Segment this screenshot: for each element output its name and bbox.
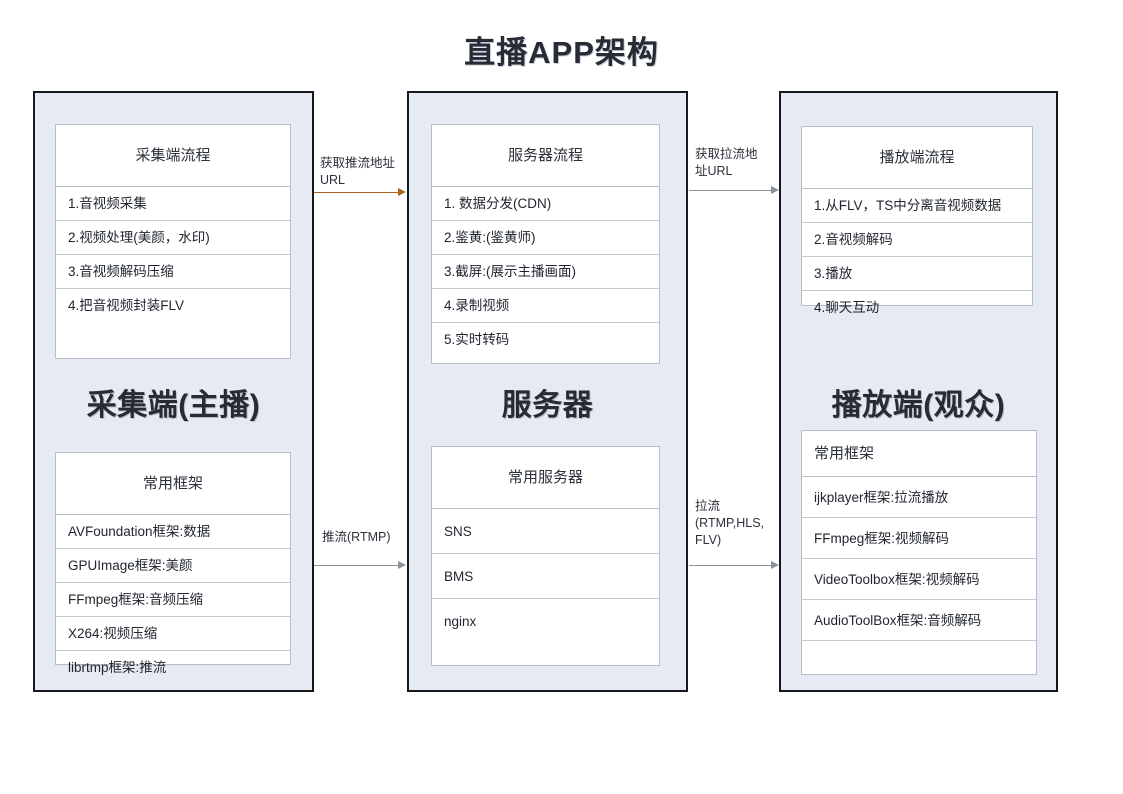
list-item: 2.视频处理(美颜，水印) [56,221,290,255]
card-header-capture-flow: 采集端流程 [56,125,290,187]
arrow-head-icon [771,561,779,569]
list-item: BMS [432,554,659,599]
card-player-flow: 播放端流程 1.从FLV，TS中分离音视频数据 2.音视频解码 3.播放 4.聊… [801,126,1033,315]
arrow-line [689,190,772,191]
arrow-head-icon [398,561,406,569]
list-item: 1.从FLV，TS中分离音视频数据 [802,189,1032,223]
list-item: SNS [432,509,659,554]
list-item: AudioToolBox框架:音频解码 [802,600,1036,641]
list-item: 3.截屏:(展示主播画面) [432,255,659,289]
connector-label-rtmp: 推流(RTMP) [322,530,391,544]
list-item: nginx [444,614,477,629]
card-header-server-flow: 服务器流程 [432,125,659,187]
section-heading-server: 服务器 [501,389,594,422]
card-server-list: 常用服务器 SNS BMS nginx [431,446,660,666]
card-capture-frameworks: 常用框架 AVFoundation框架:数据 GPUImage框架:美颜 FFm… [55,452,291,675]
card-capture-flow: 采集端流程 1.音视频采集 2.视频处理(美颜，水印) 3.音视频解码压缩 4.… [55,124,291,359]
connector-label-pull-url: 获取拉流地 址URL [695,147,758,178]
connector-label-pull: 拉流 (RTMP,HLS, FLV) [695,499,765,547]
arrow-line [314,192,399,193]
card-header-player-flow: 播放端流程 [802,127,1032,189]
list-item: 2.音视频解码 [802,223,1032,257]
list-item: ijkplayer框架:拉流播放 [802,477,1036,518]
page-title: 直播APP架构 [464,35,659,70]
list-item: 1.音视频采集 [56,187,290,221]
connector-label-push-url: 获取推流地址 URL [320,156,396,187]
arrow-head-icon [398,188,406,196]
card-server-flow: 服务器流程 1. 数据分发(CDN) 2.鉴黄:(鉴黄师) 3.截屏:(展示主播… [431,124,660,364]
list-item: 4.录制视频 [432,289,659,323]
list-item: 1. 数据分发(CDN) [432,187,659,221]
list-item: FFmpeg框架:视频解码 [802,518,1036,559]
list-item: 4.把音视频封装FLV [68,298,185,313]
list-item: librtmp框架:推流 [68,660,167,675]
list-item: 4.聊天互动 [814,300,880,315]
card-header-player-frameworks: 常用框架 [802,431,1036,477]
list-item: 3.音视频解码压缩 [56,255,290,289]
list-item: 5.实时转码 [444,332,510,347]
arrow-head-icon [771,186,779,194]
list-item: GPUImage框架:美颜 [56,549,290,583]
arrow-line [689,565,772,566]
list-item: 2.鉴黄:(鉴黄师) [432,221,659,255]
section-heading-capture: 采集端(主播) [86,389,261,422]
list-item: AVFoundation框架:数据 [56,515,290,549]
list-item: VideoToolbox框架:视频解码 [802,559,1036,600]
list-item: 3.播放 [802,257,1032,291]
section-heading-player: 播放端(观众) [831,389,1006,422]
list-item: FFmpeg框架:音频压缩 [56,583,290,617]
card-player-frameworks: 常用框架 ijkplayer框架:拉流播放 FFmpeg框架:视频解码 Vide… [801,430,1037,675]
card-header-server-list: 常用服务器 [432,447,659,509]
list-item [802,641,1036,682]
list-item: X264:视频压缩 [56,617,290,651]
card-header-capture-frameworks: 常用框架 [56,453,290,515]
arrow-line [314,565,399,566]
